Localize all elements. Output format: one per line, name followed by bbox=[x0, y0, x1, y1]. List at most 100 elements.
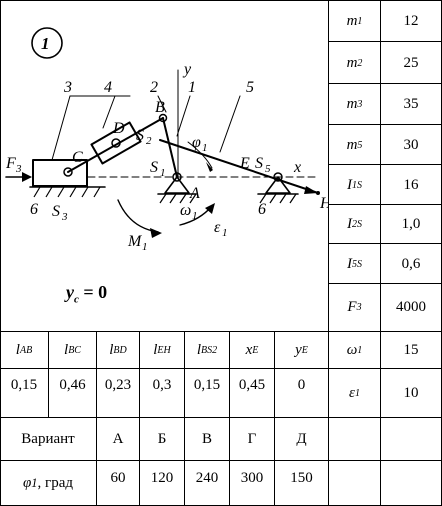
label-s3-sub: 3 bbox=[61, 211, 68, 223]
param-symbol-main: ω bbox=[346, 342, 358, 358]
label-s5: S bbox=[255, 155, 263, 172]
length-value: 0,15 bbox=[193, 377, 221, 393]
label-phi1: φ bbox=[192, 134, 201, 151]
length-value: 0,15 bbox=[10, 377, 38, 393]
label-5: 5 bbox=[246, 79, 254, 96]
label-s2: S bbox=[136, 127, 144, 144]
param-symbol-sub: 5 bbox=[357, 139, 363, 151]
length-header-sub: E bbox=[301, 344, 308, 356]
label-x: x bbox=[293, 159, 301, 176]
phi-value: 300 bbox=[240, 469, 264, 486]
param-symbol-main: ε bbox=[349, 385, 355, 401]
slider-3 bbox=[32, 159, 88, 187]
variant-item: Г bbox=[247, 430, 257, 447]
param-symbol-sub: 3 bbox=[356, 302, 362, 313]
label-f3-sub: 3 bbox=[15, 163, 22, 175]
phi-value: 60 bbox=[110, 469, 126, 486]
param-symbol-sub: 1 bbox=[357, 15, 363, 27]
point-h-dot bbox=[316, 191, 320, 195]
label-phi1-sub: 1 bbox=[202, 142, 208, 154]
length-header-symbol: l bbox=[15, 341, 20, 358]
param-value: 10 bbox=[403, 385, 419, 401]
length-header-symbol: l bbox=[153, 341, 158, 358]
phi-value: 150 bbox=[290, 469, 313, 486]
param-symbol-sub: 1 bbox=[357, 345, 363, 356]
length-value: 0,23 bbox=[104, 377, 132, 393]
param-symbol-main: I bbox=[347, 255, 352, 272]
yc-sub: c bbox=[74, 293, 79, 306]
label-b: B bbox=[155, 99, 165, 116]
length-value: 0,46 bbox=[59, 377, 86, 393]
param-value: 0,6 bbox=[401, 255, 421, 272]
param-value: 25 bbox=[403, 54, 419, 71]
length-header-sub: BS2 bbox=[201, 344, 218, 356]
param-symbol-sub: 3 bbox=[357, 99, 363, 110]
variant-item: Б bbox=[157, 430, 167, 447]
param-symbol-sub: 1S bbox=[352, 179, 362, 191]
label-m1-sub: 1 bbox=[142, 241, 148, 253]
mechanism-diagram: 1 3 4 2 1 5 y B D S 2 φ 1 F 3 C S 1 E S … bbox=[5, 27, 328, 253]
param-symbol-main: m bbox=[346, 12, 358, 29]
link-2 bbox=[67, 117, 164, 173]
param-symbol-sub: 1 bbox=[354, 388, 360, 399]
length-header-symbol: l bbox=[64, 341, 69, 358]
length-value: 0,45 bbox=[238, 377, 266, 393]
phi-symbol: φ bbox=[22, 474, 32, 491]
yc-value: = 0 bbox=[83, 282, 108, 302]
param-value: 16 bbox=[403, 176, 419, 193]
length-header-sub: EH bbox=[157, 344, 171, 356]
label-s5-sub: 5 bbox=[265, 163, 271, 175]
param-symbol-main: m bbox=[346, 96, 358, 112]
param-symbol-sub: 5S bbox=[352, 258, 362, 270]
length-header-symbol: l bbox=[109, 341, 114, 358]
label-c: C bbox=[72, 149, 83, 166]
task-number: 1 bbox=[41, 34, 50, 53]
variant-item: В bbox=[201, 430, 212, 447]
param-symbol-sub: 2S bbox=[352, 219, 362, 230]
slider-4 bbox=[90, 121, 142, 165]
variant-label: Вариант bbox=[21, 430, 75, 447]
length-value: 0 bbox=[297, 377, 306, 393]
length-header-sub: BC bbox=[68, 344, 81, 356]
label-1: 1 bbox=[188, 79, 196, 96]
param-symbol-main: F bbox=[347, 299, 357, 315]
label-m1: M bbox=[127, 233, 143, 250]
param-value: 4000 bbox=[396, 299, 426, 315]
label-omega1-sub: 1 bbox=[192, 210, 198, 222]
label-h: H bbox=[319, 195, 328, 212]
label-f3: F bbox=[5, 155, 16, 172]
length-header-sub: BD bbox=[113, 344, 127, 356]
length-header-symbol: x bbox=[245, 341, 253, 358]
param-value: 1,0 bbox=[401, 216, 421, 232]
param-value: 15 bbox=[403, 342, 419, 358]
variant-item: Д bbox=[296, 430, 307, 447]
label-s1-sub: 1 bbox=[160, 167, 166, 179]
param-value: 30 bbox=[403, 136, 419, 153]
label-e: E bbox=[239, 155, 250, 172]
label-a: A bbox=[189, 185, 200, 202]
label-s2-sub: 2 bbox=[146, 135, 152, 147]
label-d: D bbox=[112, 120, 125, 137]
link-5 bbox=[159, 139, 319, 194]
label-eps1: ε bbox=[214, 219, 221, 236]
length-value: 0,3 bbox=[152, 377, 172, 393]
param-symbol-main: I bbox=[347, 176, 352, 193]
phi-value: 120 bbox=[150, 469, 174, 486]
label-omega1: ω bbox=[180, 202, 191, 219]
task-number-circle bbox=[31, 27, 63, 59]
length-header-sub: E bbox=[252, 344, 259, 356]
